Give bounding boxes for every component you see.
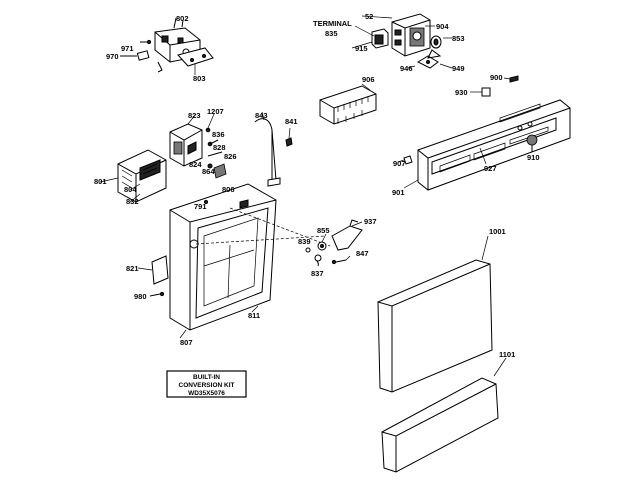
- label-826: 826: [224, 152, 237, 161]
- part-1101-kick-panel: [381, 377, 499, 473]
- label-801: 801: [94, 177, 107, 186]
- label-847: 847: [356, 249, 369, 258]
- part-901-control-panel: [417, 99, 571, 191]
- label-843: 843: [255, 111, 268, 120]
- label-803: 803: [193, 74, 206, 83]
- label-832: 832: [126, 197, 139, 206]
- label-901: 901: [392, 188, 405, 197]
- label-804: 804: [124, 185, 137, 194]
- part-806-latch: [213, 163, 227, 179]
- part-915-terminal-block: [371, 28, 389, 49]
- label-835: 835: [325, 29, 338, 38]
- label-836: 836: [212, 130, 225, 139]
- part-807-inner-door-panel: [169, 183, 277, 331]
- part-900-screw: [503, 75, 519, 83]
- label-864: 864: [202, 167, 215, 176]
- label-927: 927: [484, 164, 497, 173]
- kit-line-1: BUILT-IN: [193, 374, 220, 381]
- kit-line-2: CONVERSION KIT: [179, 382, 235, 389]
- label-906: 906: [362, 75, 375, 84]
- label-839: 839: [298, 237, 311, 246]
- part-837-spring: [314, 254, 322, 267]
- part-904-switch-housing: [391, 13, 431, 57]
- part-803-bracket: [157, 47, 214, 75]
- label-828: 828: [213, 143, 226, 152]
- label-855: 855: [317, 226, 330, 235]
- label-terminal: TERMINAL: [313, 19, 352, 28]
- label-937: 937: [364, 217, 377, 226]
- label-949: 949: [452, 64, 465, 73]
- part-823-latch-module: [169, 123, 203, 167]
- conversion-kit-box: BUILT-IN CONVERSION KIT WD35X5076: [166, 370, 247, 398]
- part-804-vent-insert: [139, 159, 161, 181]
- part-907-clip: [397, 155, 413, 165]
- label-806: 806: [222, 185, 235, 194]
- label-841: 841: [285, 117, 298, 126]
- label-802: 802: [176, 14, 189, 23]
- label-970: 970: [106, 52, 119, 61]
- label-837: 837: [311, 269, 324, 278]
- label-907: 907: [393, 159, 406, 168]
- kit-line-3: WD35X5076: [188, 390, 225, 397]
- label-52: 52: [365, 12, 373, 21]
- label-821: 821: [126, 264, 139, 273]
- part-853-knob: [427, 35, 442, 59]
- part-836-828-hardware: [205, 127, 223, 169]
- part-791-screw: [203, 199, 209, 205]
- part-937-latch-arm: [331, 219, 363, 251]
- part-930-clip: [470, 87, 491, 97]
- part-843-hose: [254, 118, 281, 187]
- label-1207: 1207: [207, 107, 224, 116]
- part-1001-outer-door-panel: [377, 259, 493, 393]
- part-839-pin: [305, 247, 311, 253]
- label-900: 900: [490, 73, 503, 82]
- label-946: 946: [400, 64, 413, 73]
- label-791: 791: [194, 202, 207, 211]
- label-971: 971: [121, 44, 134, 53]
- part-980-screw: [149, 291, 165, 297]
- label-980: 980: [134, 292, 147, 301]
- label-910: 910: [527, 153, 540, 162]
- label-823: 823: [188, 111, 201, 120]
- label-824: 824: [189, 160, 202, 169]
- part-855-cam: [317, 241, 327, 251]
- part-910-knob: [526, 134, 538, 152]
- part-971-screw: [140, 39, 152, 45]
- part-821-hinge: [151, 255, 169, 285]
- part-946-spring: [416, 55, 439, 69]
- label-1101: 1101: [499, 350, 515, 359]
- part-906-terminal-strip: [319, 85, 377, 125]
- label-807: 807: [180, 338, 193, 347]
- label-904: 904: [436, 22, 449, 31]
- part-847-screw: [331, 259, 347, 265]
- label-915: 915: [355, 44, 368, 53]
- label-853: 853: [452, 34, 465, 43]
- label-811: 811: [248, 311, 260, 320]
- label-930: 930: [455, 88, 468, 97]
- part-970-plug: [120, 50, 150, 61]
- label-1001: 1001: [489, 227, 506, 236]
- part-841-fastener: [285, 127, 293, 147]
